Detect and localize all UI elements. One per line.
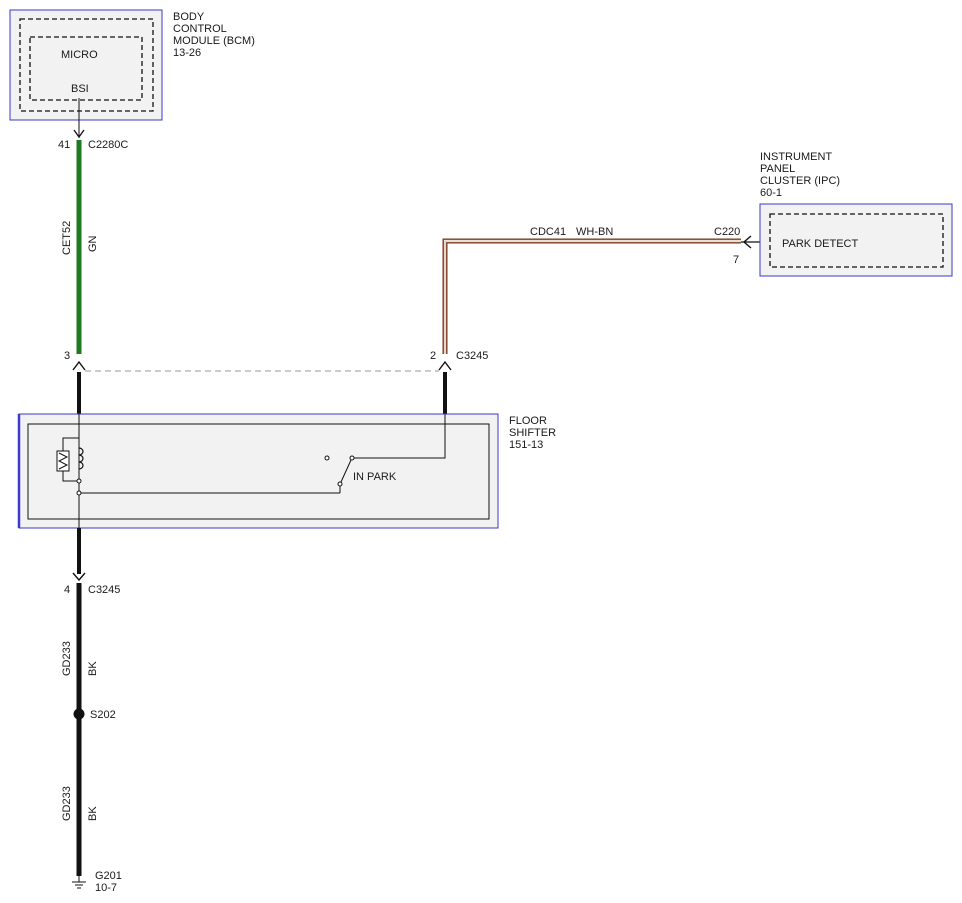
ipc-title: INSTRUMENT PANEL CLUSTER (IPC) 60-1 <box>760 151 840 199</box>
splice-label: S202 <box>90 709 116 721</box>
ground-icon <box>72 876 86 889</box>
wire-cdc41 <box>442 238 741 354</box>
bcm-title-line-1: BODY <box>173 11 205 23</box>
ground-label: G201 <box>95 870 122 882</box>
splice-dot <box>73 708 85 720</box>
ipc-park-detect-label: PARK DETECT <box>782 238 858 250</box>
park-switch-icon <box>81 414 446 494</box>
shifter-pin-3: 3 <box>64 350 70 362</box>
shifter-connector-bottom-label: C3245 <box>88 584 120 596</box>
wire-cdc41-color: WH-BN <box>576 226 613 238</box>
wire-gd233-upper-circuit: GD233 <box>61 641 73 676</box>
wire-gd233-lower-circuit: GD233 <box>61 786 73 821</box>
connector-c3245-top <box>72 360 452 372</box>
ipc-title-line-4: 60-1 <box>760 187 782 199</box>
bcm-bsi-label: BSI <box>71 83 89 95</box>
wire-gd233-lower-color: BK <box>87 806 99 821</box>
shifter-connector-top-label: C3245 <box>456 350 488 362</box>
bcm-title-line-3: MODULE (BCM) <box>173 35 255 47</box>
solenoid-coil-icon <box>56 437 84 496</box>
ipc-title-line-1: INSTRUMENT <box>760 151 832 163</box>
shifter-title-line-1: FLOOR <box>509 415 547 427</box>
connector-c3245-bottom <box>72 572 86 582</box>
ipc-title-line-2: PANEL <box>760 163 795 175</box>
switch-in-park-label: IN PARK <box>353 471 397 483</box>
bcm-title-line-2: CONTROL <box>173 23 227 35</box>
bcm-title-line-4: 13-26 <box>173 47 201 59</box>
shifter-pin-4: 4 <box>64 584 70 596</box>
shifter-title-line-2: SHIFTER <box>509 427 556 439</box>
bcm-pin-arrow <box>73 98 85 139</box>
ipc-pin-number: 7 <box>733 254 739 266</box>
bcm-module: MICRO BSI <box>9 9 163 121</box>
bcm-connector-label: C2280C <box>88 139 128 151</box>
bcm-title: BODY CONTROL MODULE (BCM) 13-26 <box>173 11 255 59</box>
ipc-connector-label: C220 <box>714 226 740 238</box>
bcm-micro-label: MICRO <box>61 49 98 61</box>
floor-shifter-module: IN PARK <box>17 413 499 529</box>
floor-shifter-title: FLOOR SHIFTER 151-13 <box>509 415 556 451</box>
wire-gd233-upper-color: BK <box>87 661 99 676</box>
ground-ref: 10-7 <box>95 882 117 894</box>
wire-cet52-color: GN <box>87 235 99 252</box>
shifter-title-line-3: 151-13 <box>509 439 543 451</box>
shifter-pin-2: 2 <box>430 350 436 362</box>
bcm-pin-number: 41 <box>58 139 70 151</box>
ipc-title-line-3: CLUSTER (IPC) <box>760 175 840 187</box>
ipc-module: PARK DETECT <box>759 203 953 277</box>
wire-cdc41-circuit: CDC41 <box>530 226 566 238</box>
wire-cet52-circuit: CET52 <box>61 221 73 255</box>
